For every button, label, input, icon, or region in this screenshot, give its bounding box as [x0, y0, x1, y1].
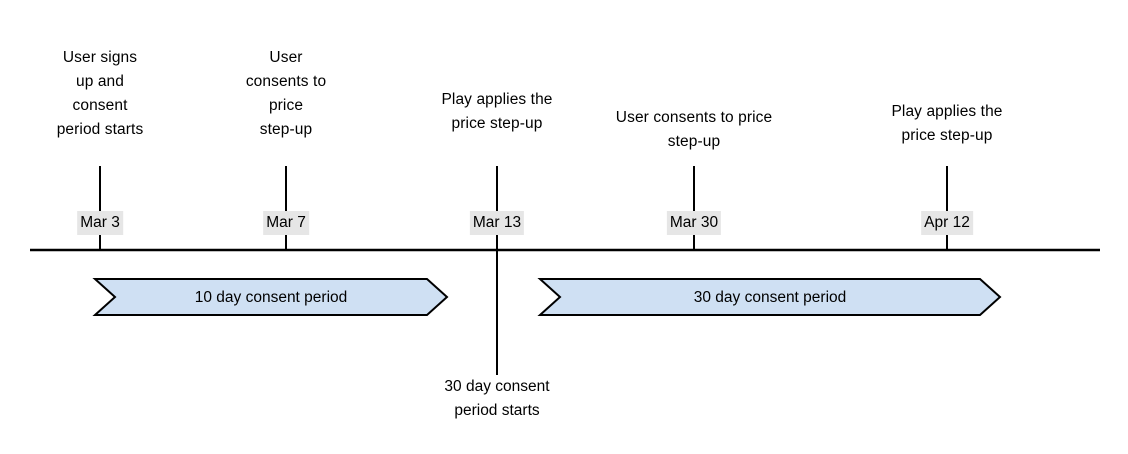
band-label-band-10-day: 10 day consent period: [194, 289, 348, 306]
band-shape-band-10-day: [92, 278, 449, 316]
below-annotation-thirty-day-start-note: 30 day consent period starts: [444, 378, 550, 419]
band-shape-band-30-day: [537, 278, 1002, 316]
date-chip-mar-30: Mar 30: [666, 211, 722, 235]
date-chip-mar-13: Mar 13: [469, 211, 525, 235]
event-label-mar-3: User signs up and consent period starts: [56, 49, 144, 138]
date-chip-apr-12: Apr 12: [921, 211, 973, 235]
bands-group: [92, 278, 1002, 316]
event-label-mar-7: User consents to price step-up: [245, 49, 327, 138]
event-label-apr-12: Play applies the price step-up: [891, 103, 1003, 144]
date-chip-mar-7: Mar 7: [263, 211, 309, 235]
date-chip-mar-3: Mar 3: [77, 211, 123, 235]
event-label-mar-30: User consents to price step-up: [615, 109, 773, 150]
ticks-group: [99, 166, 948, 375]
band-label-band-30-day: 30 day consent period: [693, 289, 847, 306]
event-label-mar-13: Play applies the price step-up: [441, 91, 553, 132]
